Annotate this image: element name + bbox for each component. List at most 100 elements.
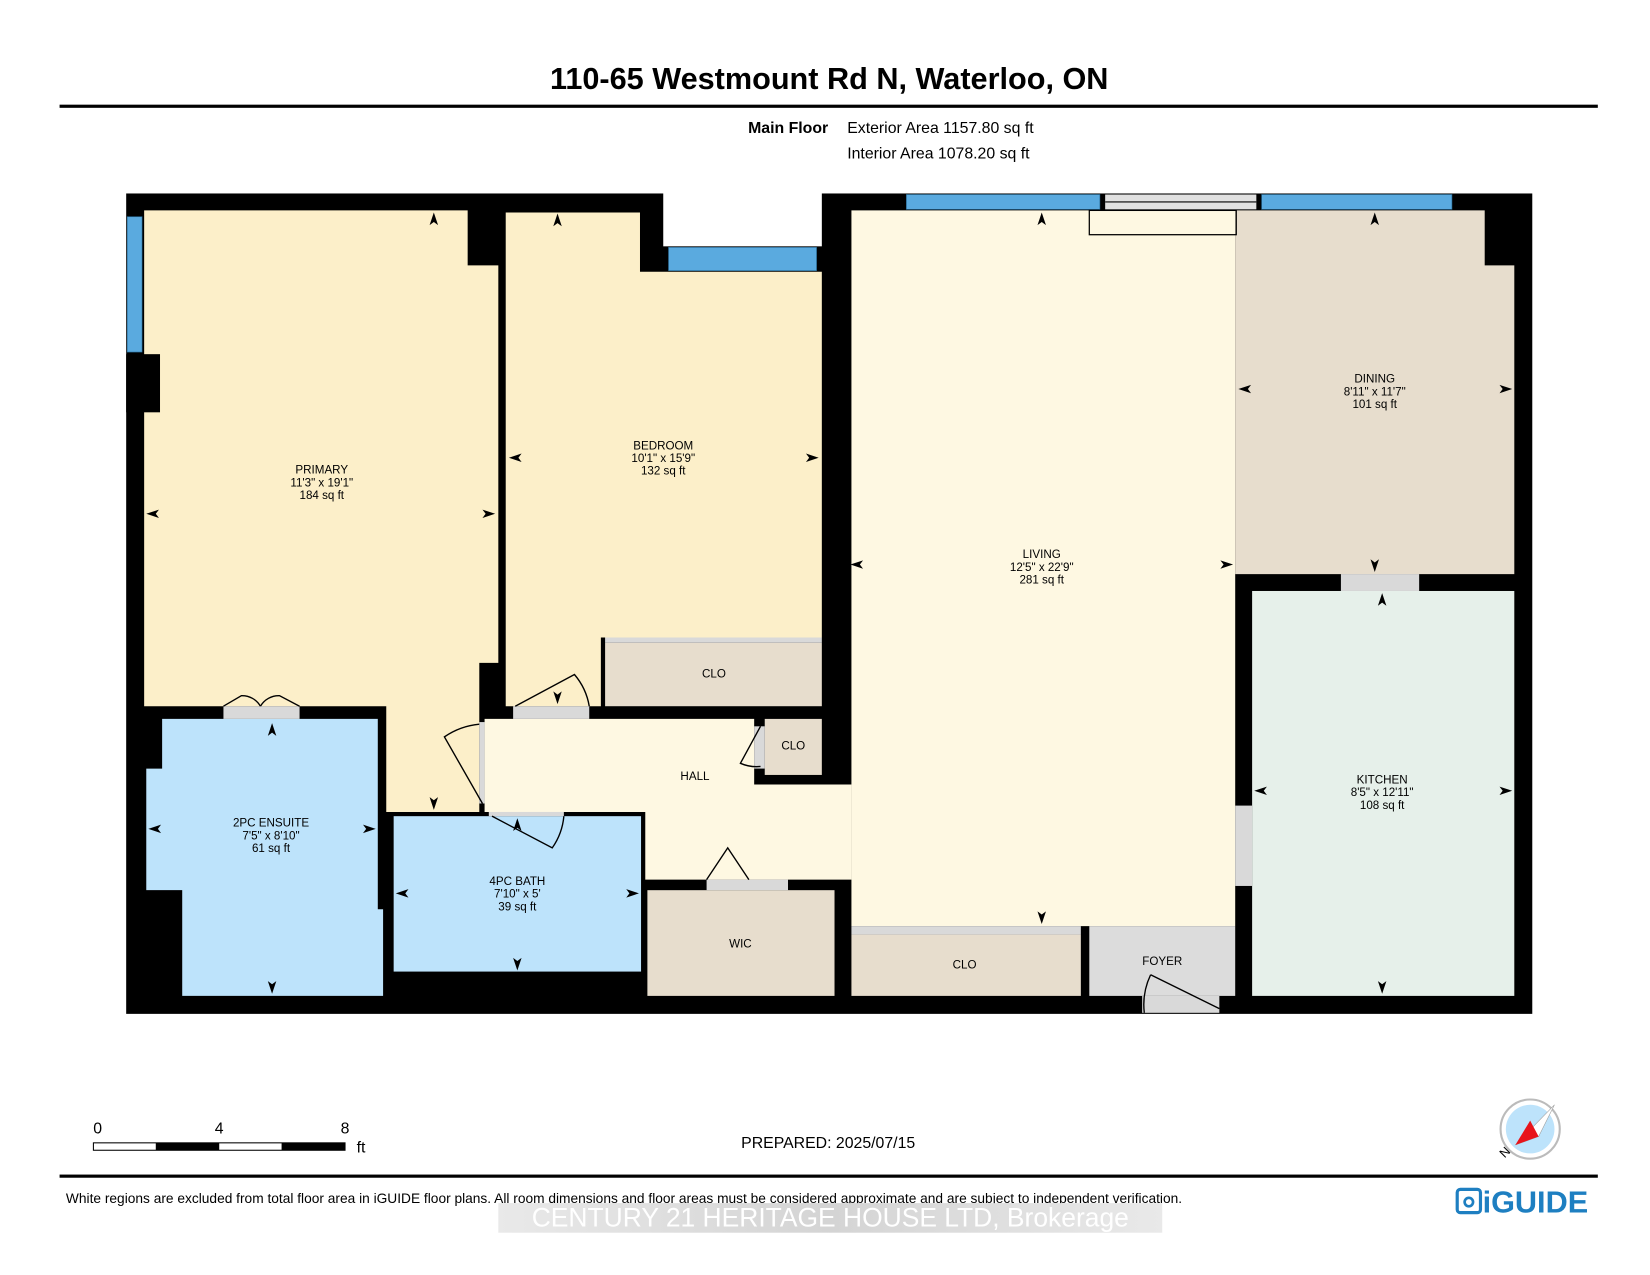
header-rule xyxy=(59,104,1598,108)
door-bedroom[interactable] xyxy=(513,706,590,719)
room-hall-closet[interactable] xyxy=(764,718,822,775)
label-hall: HALL xyxy=(680,770,710,783)
window-primary xyxy=(126,216,143,353)
label-dining: DINING 8'11" x 11'7" 101 sq ft xyxy=(1344,373,1406,411)
compass-icon: N xyxy=(1497,1098,1561,1161)
label-bedroom: BEDROOM 10'1" x 15'9" 132 sq ft xyxy=(631,439,695,477)
room-name: BEDROOM xyxy=(633,439,693,452)
label-primary: PRIMARY 11'3" x 19'1" 184 sq ft xyxy=(290,464,353,502)
room-dims: 7'5" x 8'10" xyxy=(242,829,299,842)
room-living[interactable] xyxy=(851,210,1236,927)
window-dining xyxy=(1261,194,1453,210)
label-bedroom-closet: CLO xyxy=(702,668,726,681)
room-dims: 11'3" x 19'1" xyxy=(290,476,353,489)
scale-tick: 8 xyxy=(341,1120,350,1137)
watermark: CENTURY 21 HERITAGE HOUSE LTD, Brokerage xyxy=(532,1202,1129,1232)
door-ensuite[interactable] xyxy=(223,706,300,719)
watermark-band xyxy=(498,1203,1163,1233)
exterior-area: Exterior Area 1157.80 sq ft xyxy=(847,120,1034,137)
room-dims: 7'10" x 5' xyxy=(494,888,541,901)
dimension-arrow-icon xyxy=(513,957,522,971)
balcony-threshold xyxy=(1088,209,1237,236)
label-foyer: FOYER xyxy=(1142,955,1182,968)
label-hall-closet: CLO xyxy=(781,740,805,753)
dimension-arrow-icon xyxy=(508,453,522,463)
interior-area: Interior Area 1078.20 sq ft xyxy=(847,146,1030,163)
room-hall[interactable] xyxy=(484,718,852,880)
dimension-arrow-icon xyxy=(395,889,409,898)
label-kitchen: KITCHEN 8'5" x 12'11" 108 sq ft xyxy=(1351,773,1414,811)
dimension-arrow-icon xyxy=(362,824,376,834)
room-primary[interactable] xyxy=(144,210,499,812)
door-primary[interactable] xyxy=(479,722,485,804)
dimension-arrow-icon xyxy=(429,797,439,810)
door-kitchen-dining[interactable] xyxy=(1340,574,1420,591)
label-living: LIVING 12'5" x 22'9" 281 sq ft xyxy=(1010,548,1074,586)
dimension-arrow-icon xyxy=(553,691,562,705)
room-area: 108 sq ft xyxy=(1360,799,1405,812)
page-title: 110-65 Westmount Rd N, Waterloo, ON xyxy=(550,62,1108,96)
door-hall-closet[interactable] xyxy=(754,726,765,769)
door-living-closet[interactable] xyxy=(851,926,1081,935)
logo-text: iGUIDE xyxy=(1483,1186,1589,1220)
room-name: DINING xyxy=(1354,373,1395,386)
room-dims: 8'11" x 11'7" xyxy=(1344,385,1406,398)
room-dims: 8'5" x 12'11" xyxy=(1351,786,1414,799)
room-dining[interactable] xyxy=(1235,210,1515,575)
dimension-arrow-icon xyxy=(1370,559,1379,572)
label-bath: 4PC BATH 7'10" x 5' 39 sq ft xyxy=(489,875,545,913)
room-name: PRIMARY xyxy=(295,464,348,477)
door-entry[interactable] xyxy=(1142,995,1220,1013)
room-area: 61 sq ft xyxy=(252,842,291,855)
door-bedroom-closet[interactable] xyxy=(605,637,822,643)
door-wic[interactable] xyxy=(706,879,788,891)
room-area: 132 sq ft xyxy=(641,465,686,478)
floor-label: Main Floor xyxy=(748,120,828,137)
room-foyer[interactable] xyxy=(1089,926,1236,996)
dimension-arrow-icon xyxy=(1370,212,1379,226)
room-area: 184 sq ft xyxy=(299,489,344,502)
scale-unit: ft xyxy=(357,1139,366,1156)
dimension-arrow-icon xyxy=(1037,911,1046,925)
window-bedroom xyxy=(668,247,817,271)
room-living-closet[interactable] xyxy=(851,934,1081,996)
room-bath[interactable] xyxy=(393,816,642,972)
iguide-logo[interactable]: iGUIDE xyxy=(1455,1186,1589,1220)
window-living xyxy=(906,194,1101,210)
door-kitchen-side[interactable] xyxy=(1235,805,1253,886)
room-area: 101 sq ft xyxy=(1352,398,1397,411)
floor-plan: PRIMARY 11'3" x 19'1" 184 sq ft BEDROOM … xyxy=(126,190,1533,1014)
room-name: 4PC BATH xyxy=(489,875,545,888)
room-area: 281 sq ft xyxy=(1019,574,1064,587)
dimension-arrow-icon xyxy=(1037,212,1046,226)
dimension-arrows xyxy=(146,212,1513,994)
room-kitchen[interactable] xyxy=(1252,590,1515,996)
dimension-arrow-icon xyxy=(1220,560,1234,569)
room-bedroom[interactable] xyxy=(505,212,822,707)
door-openings xyxy=(223,574,1420,1013)
dimension-arrow-icon xyxy=(1377,981,1387,994)
exterior-notch xyxy=(663,190,822,247)
footer-rule xyxy=(59,1174,1598,1178)
door-bath[interactable] xyxy=(488,811,564,817)
dimension-arrow-icon xyxy=(1238,384,1252,394)
disclaimer: White regions are excluded from total fl… xyxy=(66,1191,1182,1206)
scale-bar: 0 4 8 ft xyxy=(92,1120,366,1156)
dimension-arrow-icon xyxy=(626,889,639,898)
room-ensuite[interactable] xyxy=(146,718,384,996)
room-bedroom-closet[interactable] xyxy=(605,642,822,707)
dimension-arrow-icon xyxy=(805,453,819,463)
room-name: 2PC ENSUITE xyxy=(233,817,309,830)
room-wic[interactable] xyxy=(647,890,835,996)
dimension-arrow-icon xyxy=(850,560,864,569)
dimension-arrow-icon xyxy=(429,212,439,226)
dimension-arrow-icon xyxy=(1499,384,1513,394)
dimension-arrow-icon xyxy=(1499,786,1513,796)
room-name: LIVING xyxy=(1023,548,1061,561)
dimension-arrow-icon xyxy=(553,213,562,227)
dimension-arrow-icon xyxy=(482,509,496,519)
room-dims: 12'5" x 22'9" xyxy=(1010,561,1074,574)
door-swings xyxy=(223,673,1220,1013)
dimension-arrow-icon xyxy=(1377,593,1387,606)
